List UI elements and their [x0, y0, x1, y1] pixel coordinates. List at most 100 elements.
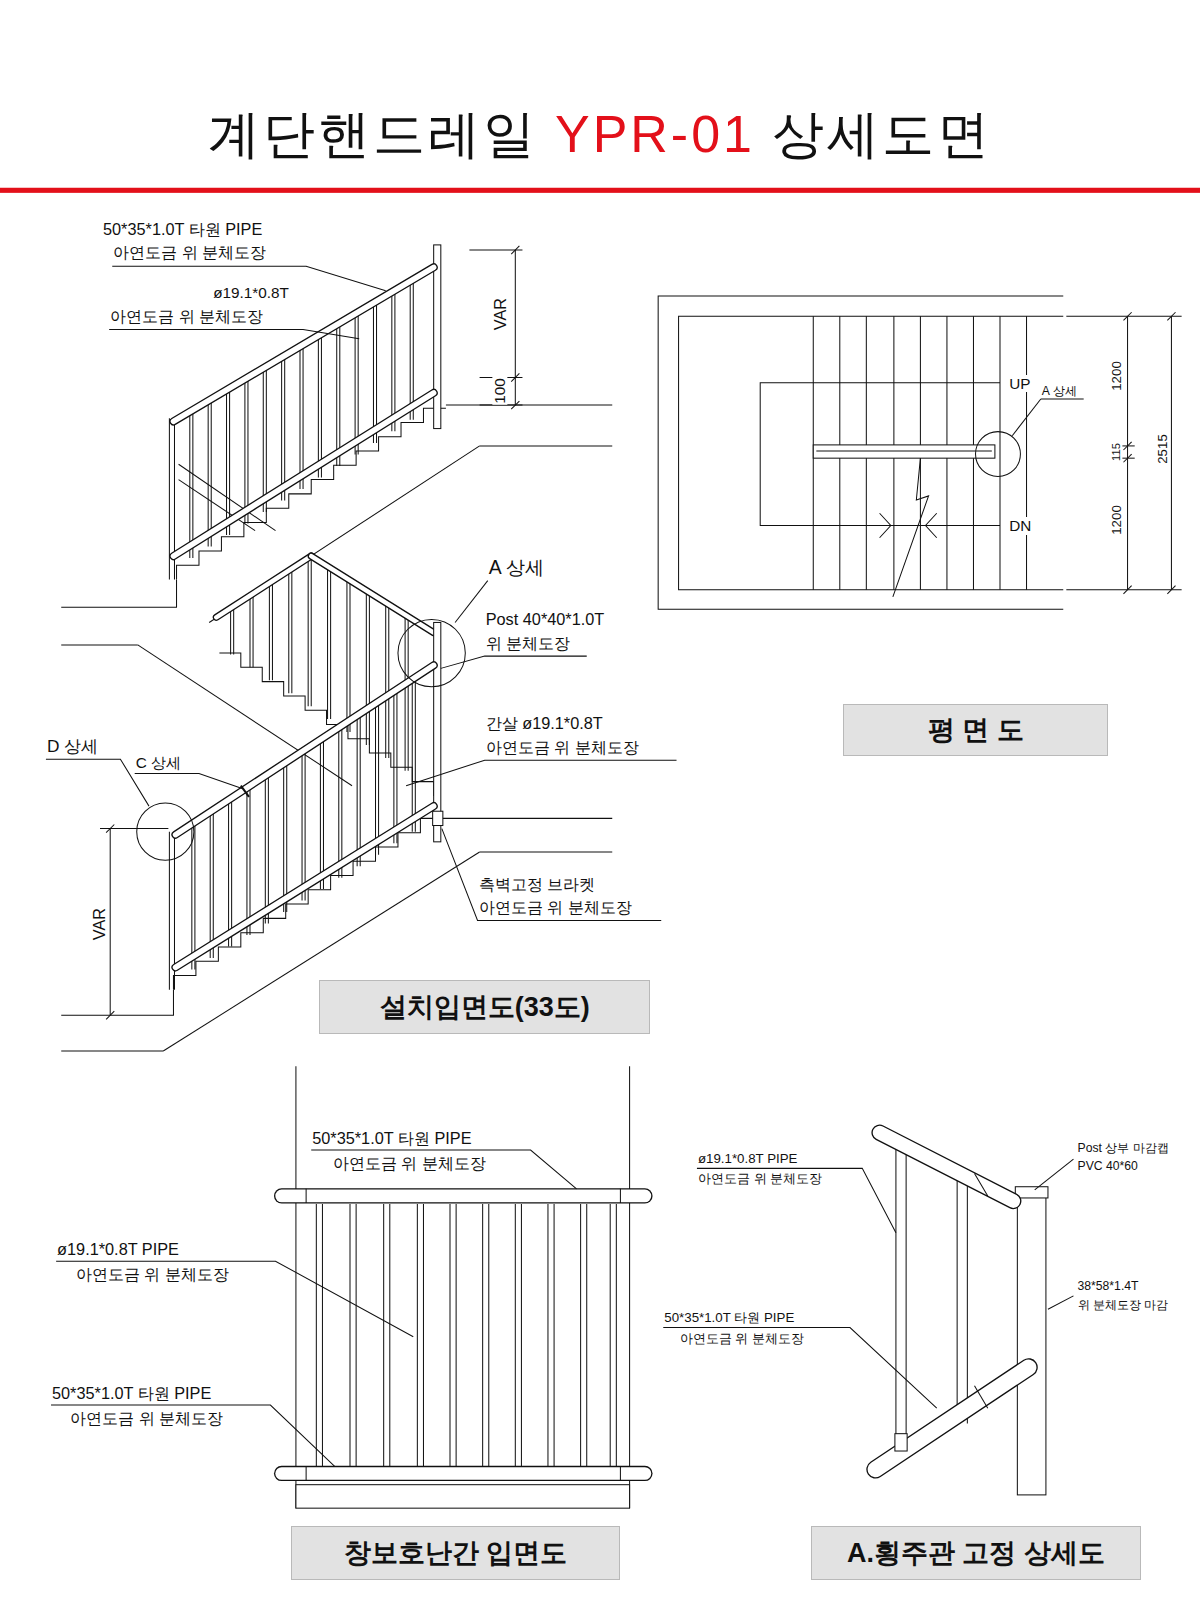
baluster — [482, 1204, 483, 1466]
baluster — [318, 336, 319, 478]
callout-text: 간살 ø19.1*0.8T — [485, 714, 604, 733]
baluster — [321, 336, 322, 478]
baluster — [305, 752, 306, 901]
dimension-text: 115 — [1112, 442, 1123, 462]
baluster — [311, 558, 312, 706]
dim-tick — [511, 401, 519, 409]
baluster — [586, 1204, 587, 1466]
baluster — [231, 800, 232, 947]
pipe-outline — [282, 1466, 645, 1481]
baluster — [194, 824, 195, 969]
baluster — [423, 1204, 424, 1466]
rail-joint — [620, 1466, 621, 1480]
baluster — [413, 281, 414, 420]
baluster — [385, 603, 386, 758]
baluster — [339, 325, 340, 466]
dim-tick — [1167, 586, 1175, 594]
dn-arrow — [880, 513, 891, 537]
dimension-text: 2515 — [1157, 433, 1170, 465]
callout-text: 아연도금 위 분체도장 — [679, 1331, 805, 1346]
dimension-text: VAR — [91, 906, 107, 940]
baluster — [415, 679, 416, 831]
dim-tick — [106, 1011, 114, 1019]
callout-text: 아연도금 위 분체도장 — [697, 1171, 823, 1186]
baluster — [288, 571, 289, 694]
baluster — [341, 728, 342, 878]
baluster — [375, 703, 376, 854]
baluster — [284, 357, 285, 500]
leader-line — [46, 759, 149, 806]
leader-line — [1041, 398, 1084, 399]
dim-tick — [1123, 442, 1131, 450]
baluster — [303, 347, 304, 489]
caption-text: A.횡주관 고정 상세도 — [847, 1535, 1105, 1571]
dim-tick — [1123, 586, 1131, 594]
pipe-outline — [282, 1188, 645, 1203]
pipe-fill — [282, 1467, 645, 1480]
stair-profile — [219, 653, 433, 796]
dimension-line — [1171, 316, 1172, 589]
pipe-outline — [311, 556, 433, 633]
baluster — [580, 1204, 581, 1466]
callout-text: PVC 40*60 — [1077, 1159, 1139, 1173]
callout-text: 아연도금 위 분체도장 — [478, 898, 633, 917]
caption-box: 창보호난간 입면도 — [291, 1526, 621, 1580]
baluster — [268, 776, 269, 924]
baluster — [322, 1204, 323, 1466]
baluster — [265, 776, 266, 924]
callout-text: 아연도금 위 분체도장 — [485, 738, 640, 757]
caption-box: A.횡주관 고정 상세도 — [811, 1526, 1141, 1580]
baluster — [355, 314, 356, 455]
pipe-fill — [173, 393, 433, 556]
pipe-outline — [876, 1367, 1029, 1469]
baluster — [330, 566, 331, 719]
wall-bracket — [433, 811, 443, 825]
header-rule — [0, 188, 1200, 193]
pipe-outline — [176, 806, 434, 967]
break-line — [893, 458, 929, 597]
dim-tick — [106, 824, 114, 832]
c-mark — [241, 786, 249, 797]
pipe-outline — [173, 267, 433, 421]
baluster — [272, 583, 273, 680]
leader-line — [109, 330, 359, 339]
leader-line — [455, 581, 488, 623]
baluster — [521, 1204, 522, 1466]
callout-text: 아연도금 위 분체도장 — [109, 307, 264, 326]
post — [1017, 1196, 1046, 1495]
sheet-title: 계단핸드레일 YPR-01 상세도면 — [0, 106, 1200, 163]
baluster — [616, 1204, 617, 1466]
baluster — [547, 1204, 548, 1466]
callout-text: ø19.1*0.8T PIPE — [697, 1151, 799, 1166]
pipe-outline — [880, 1133, 1014, 1201]
baluster — [396, 691, 397, 843]
baluster — [244, 379, 245, 523]
baluster — [327, 566, 328, 719]
callout-text: Post 40*40*1.0T — [485, 610, 606, 629]
baluster — [357, 716, 358, 867]
baluster — [316, 1204, 317, 1466]
landing-line — [61, 644, 138, 645]
baluster — [323, 740, 324, 889]
callout-text: 50*35*1.0T 타원 PIPE — [102, 220, 263, 239]
caption-box: 설치입면도(33도) — [319, 980, 650, 1034]
dimension-text: 1200 — [1111, 505, 1124, 537]
callout-text: ø19.1*0.8T PIPE — [56, 1240, 180, 1259]
baluster — [249, 788, 250, 935]
wall-line — [295, 1066, 296, 1508]
rail-joint — [306, 1466, 307, 1480]
leader-line — [697, 1168, 896, 1232]
baluster — [515, 1204, 516, 1466]
baluster — [554, 1204, 555, 1466]
rail-joint — [306, 1189, 307, 1203]
handrail-plan — [816, 451, 992, 452]
dimension-text: 1200 — [1111, 360, 1124, 392]
pipe-fill — [176, 665, 434, 834]
extension-line — [1066, 589, 1181, 590]
detail-circle — [976, 432, 1021, 477]
baluster — [383, 1204, 384, 1466]
rail-joint — [974, 1173, 987, 1195]
tread-line — [999, 316, 1000, 589]
